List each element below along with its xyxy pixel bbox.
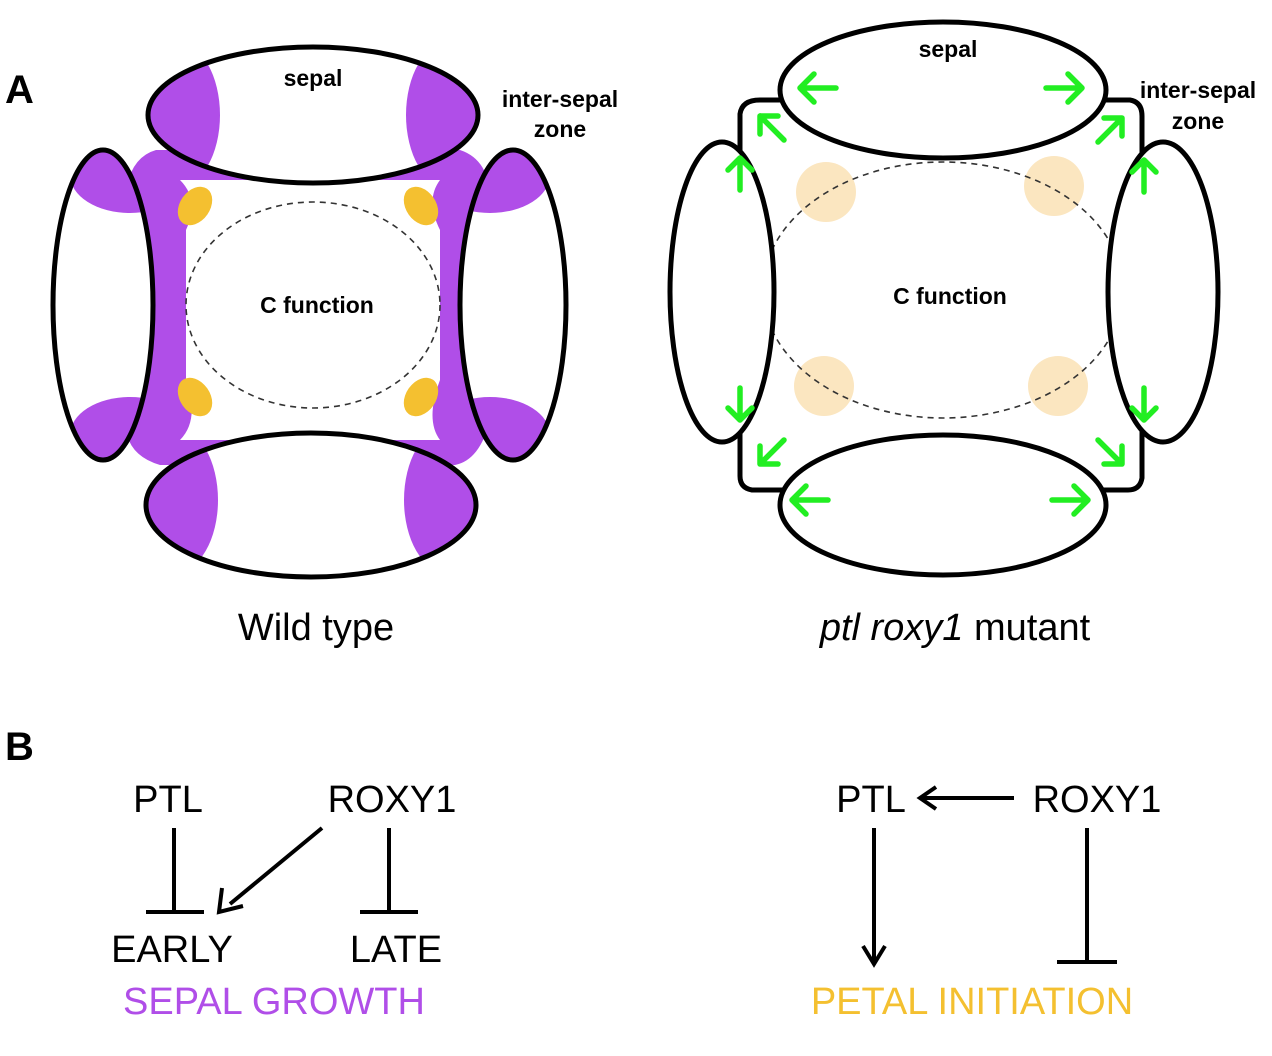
petal-initiation-label: PETAL INITIATION [811, 981, 1133, 1023]
arrowhead [216, 887, 244, 915]
zone-label: zone [1172, 108, 1224, 134]
growth-arrow [797, 71, 839, 105]
growth-arrow [789, 483, 831, 517]
sepal-growth-region [460, 397, 550, 460]
inter-sepal-label: inter-sepal [502, 86, 618, 112]
panel-b-letter: B [5, 725, 34, 769]
growth-arrow [757, 437, 787, 467]
growth-arrow [1043, 71, 1085, 105]
sepal-growth-label: SEPAL GROWTH [123, 981, 425, 1023]
node-roxy1: ROXY1 [328, 779, 457, 821]
sepal-label: sepal [919, 36, 978, 62]
growth-arrows [725, 71, 1159, 517]
petal-primordium [403, 377, 439, 417]
sepal-top-outline [145, 44, 481, 186]
sepal-right [460, 150, 566, 460]
sepal-left [667, 139, 777, 445]
sepal-left [53, 150, 153, 460]
mutant-suffix: mutant [963, 607, 1090, 649]
sepal-bottom-outline [143, 430, 479, 580]
sepal-bottom [146, 433, 476, 577]
growth-arrow [1095, 437, 1125, 467]
arrowhead [861, 944, 887, 968]
node-roxy1: ROXY1 [1033, 779, 1162, 821]
sepal-left-outline [50, 147, 156, 463]
inter-sepal-label: inter-sepal [1140, 77, 1256, 103]
growth-arrow [1049, 483, 1091, 517]
petal-primordium [403, 186, 439, 226]
wild-type-caption: Wild type [238, 607, 394, 649]
node-ptl: PTL [836, 779, 906, 821]
sepal-bottom [777, 432, 1109, 578]
node-late: LATE [350, 929, 442, 971]
c-function-domain [185, 201, 441, 409]
sepal-growth-region [460, 150, 550, 213]
mutant-diagram: sepal inter-sepal zone C function [667, 19, 1256, 578]
c-function-label: C function [893, 283, 1007, 309]
mutant-caption: ptl roxy1 mutant [819, 607, 1091, 649]
petal-primordium-faded [1024, 156, 1084, 216]
wild-type-inner-area [180, 180, 440, 440]
mutant-genotype: ptl roxy1 [819, 607, 964, 649]
arrowhead [916, 785, 938, 811]
sepal-top [148, 47, 478, 183]
sepal-label: sepal [284, 65, 343, 91]
growth-arrow [1129, 385, 1159, 423]
c-function-label: C function [260, 292, 374, 318]
activation-edge [228, 826, 324, 906]
node-early: EARLY [111, 929, 233, 971]
growth-arrow [725, 385, 755, 423]
sepal-right-outline [457, 147, 569, 463]
petal-initiation-network: PTL ROXY1 PETAL INITIATION [811, 779, 1162, 1023]
panel-a-letter: A [5, 68, 34, 112]
sepal-right [1105, 139, 1221, 445]
growth-arrow [725, 155, 755, 193]
sepal-growth-network: PTL ROXY1 EARLY LATE SEPAL GROWTH [111, 779, 456, 1023]
petal-primordium [177, 377, 213, 417]
zone-label: zone [534, 116, 586, 142]
growth-arrow [757, 113, 787, 143]
petal-primordium-faded [1028, 356, 1088, 416]
petal-primordium [177, 186, 213, 226]
sepal-top [777, 19, 1109, 161]
wild-type-diagram: sepal inter-sepal zone C function [50, 44, 618, 580]
growth-arrow [1095, 115, 1125, 145]
growth-arrow [1129, 157, 1159, 195]
node-ptl: PTL [133, 779, 203, 821]
